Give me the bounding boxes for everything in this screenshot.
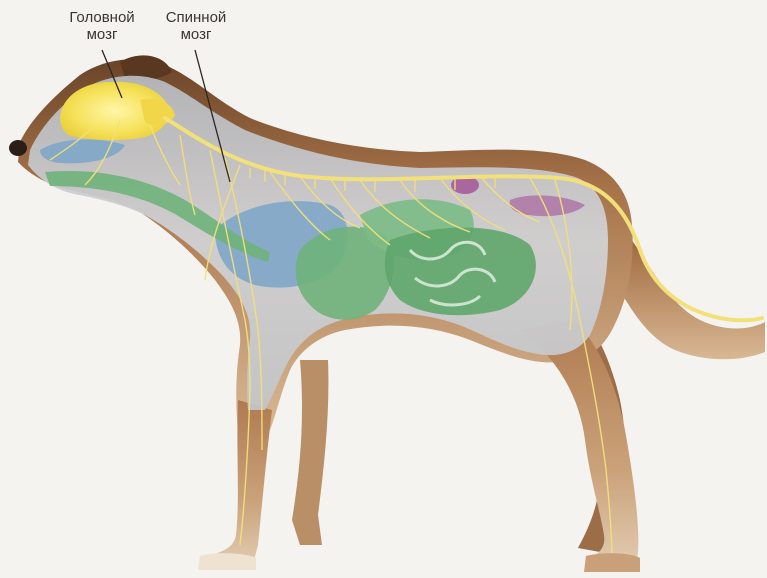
brain-label-line1: Головной [52, 9, 152, 26]
near-hind-paw [584, 553, 640, 572]
brain-label: Головной мозг [52, 9, 152, 43]
spinal-cord-label-line2: мозг [150, 26, 242, 43]
brain-label-line2: мозг [52, 26, 152, 43]
nose [9, 140, 27, 156]
near-front-paw [198, 553, 256, 570]
far-front-leg [292, 360, 328, 545]
intestines [385, 228, 536, 316]
spinal-cord-label: Спинной мозг [150, 9, 242, 43]
spinal-cord-label-line1: Спинной [150, 9, 242, 26]
